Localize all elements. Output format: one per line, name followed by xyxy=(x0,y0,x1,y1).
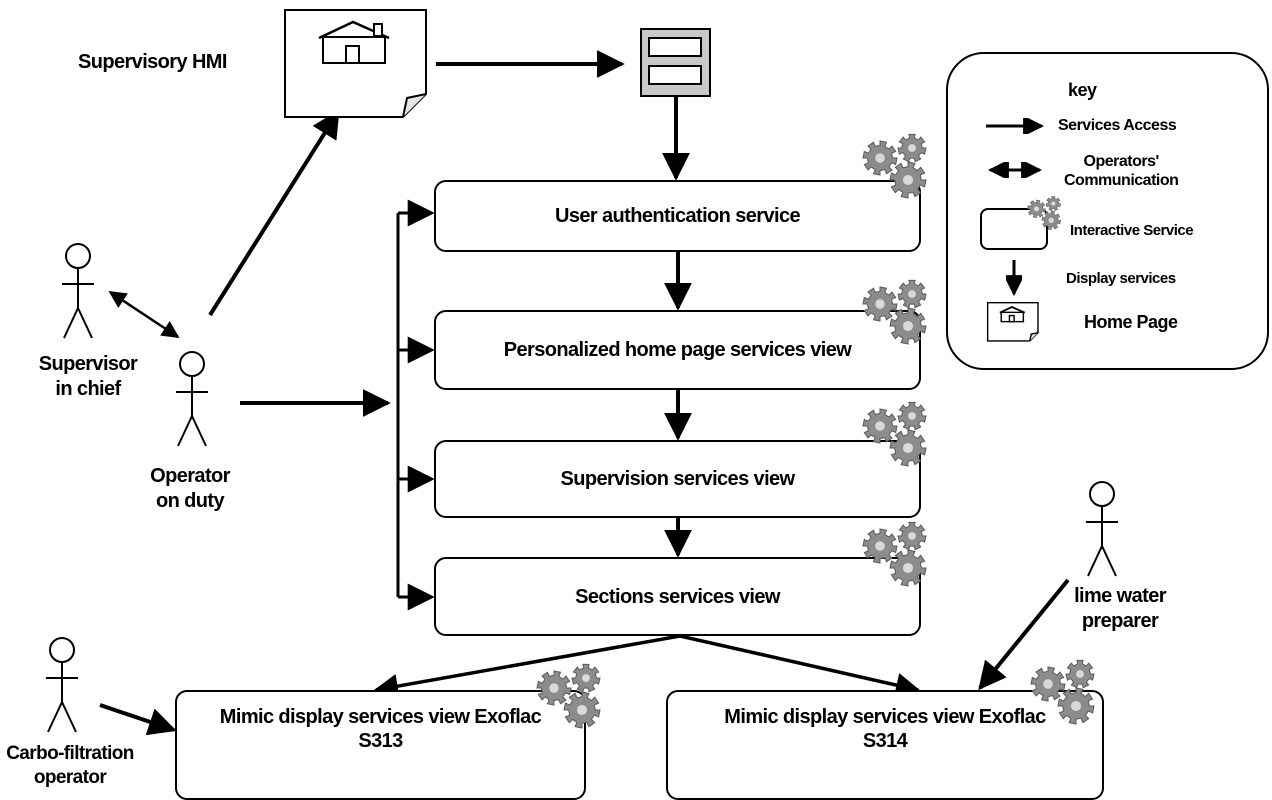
legend-communication-arrow xyxy=(987,162,1043,178)
actor-icon-lime xyxy=(1086,481,1118,577)
legend-operators-communication: Operators' Communication xyxy=(1064,153,1179,190)
carbo-filtration-operator-label: Carbo-filtration operator xyxy=(6,743,134,788)
legend-title: key xyxy=(1068,80,1097,100)
home-page-icon xyxy=(986,302,1039,342)
arrow-sections-to-s313 xyxy=(373,634,681,699)
gear-icon xyxy=(862,279,927,345)
personalized-home-page-services-view: Personalized home page services view xyxy=(434,310,921,390)
legend-services-access-arrow xyxy=(986,118,1045,134)
gear-icon xyxy=(862,401,927,467)
sections-services-view: Sections services view xyxy=(434,557,921,636)
arrow-carbo-to-s313 xyxy=(99,703,177,736)
actor-icon-operator xyxy=(176,351,208,447)
gear-icon xyxy=(862,521,927,587)
mimic-display-services-view-s313: Mimic display services view Exoflac S313 xyxy=(175,690,586,800)
gear-icon xyxy=(862,133,927,199)
supervision-services-view: Supervision services view xyxy=(434,440,921,518)
arrow-lime-to-s314 xyxy=(978,578,1070,691)
legend-box xyxy=(946,52,1269,370)
display-screen-icon xyxy=(640,28,711,97)
operator-on-duty-label: Operator on duty xyxy=(150,465,230,512)
arrow-sections-to-s314 xyxy=(679,634,921,698)
arrow-operators-communication xyxy=(108,290,180,339)
user-authentication-service: User authentication service xyxy=(434,180,921,252)
supervisor-in-chief-label: Supervisor in chief xyxy=(38,353,138,400)
lime-water-preparer-label: lime water preparer xyxy=(1074,585,1166,632)
legend-display-services-arrow xyxy=(1006,260,1022,297)
legend-home-page: Home Page xyxy=(1084,312,1178,332)
supervisory-hmi-label: Supervisory HMI xyxy=(78,51,227,73)
legend-interactive-service: Interactive Service xyxy=(1070,222,1194,239)
legend-display-services: Display services xyxy=(1066,270,1176,287)
arrow-operator-to-hmi xyxy=(208,109,340,317)
mimic-display-services-view-s314: Mimic display services view Exoflac S314 xyxy=(666,690,1104,800)
actor-icon-supervisor xyxy=(62,243,94,339)
home-page-icon xyxy=(284,9,427,118)
gear-icon xyxy=(1030,659,1095,725)
gear-icon xyxy=(536,663,601,729)
actor-icon-carbo xyxy=(46,637,78,733)
gear-icon xyxy=(1027,196,1061,231)
legend-services-access: Services Access xyxy=(1058,117,1177,134)
